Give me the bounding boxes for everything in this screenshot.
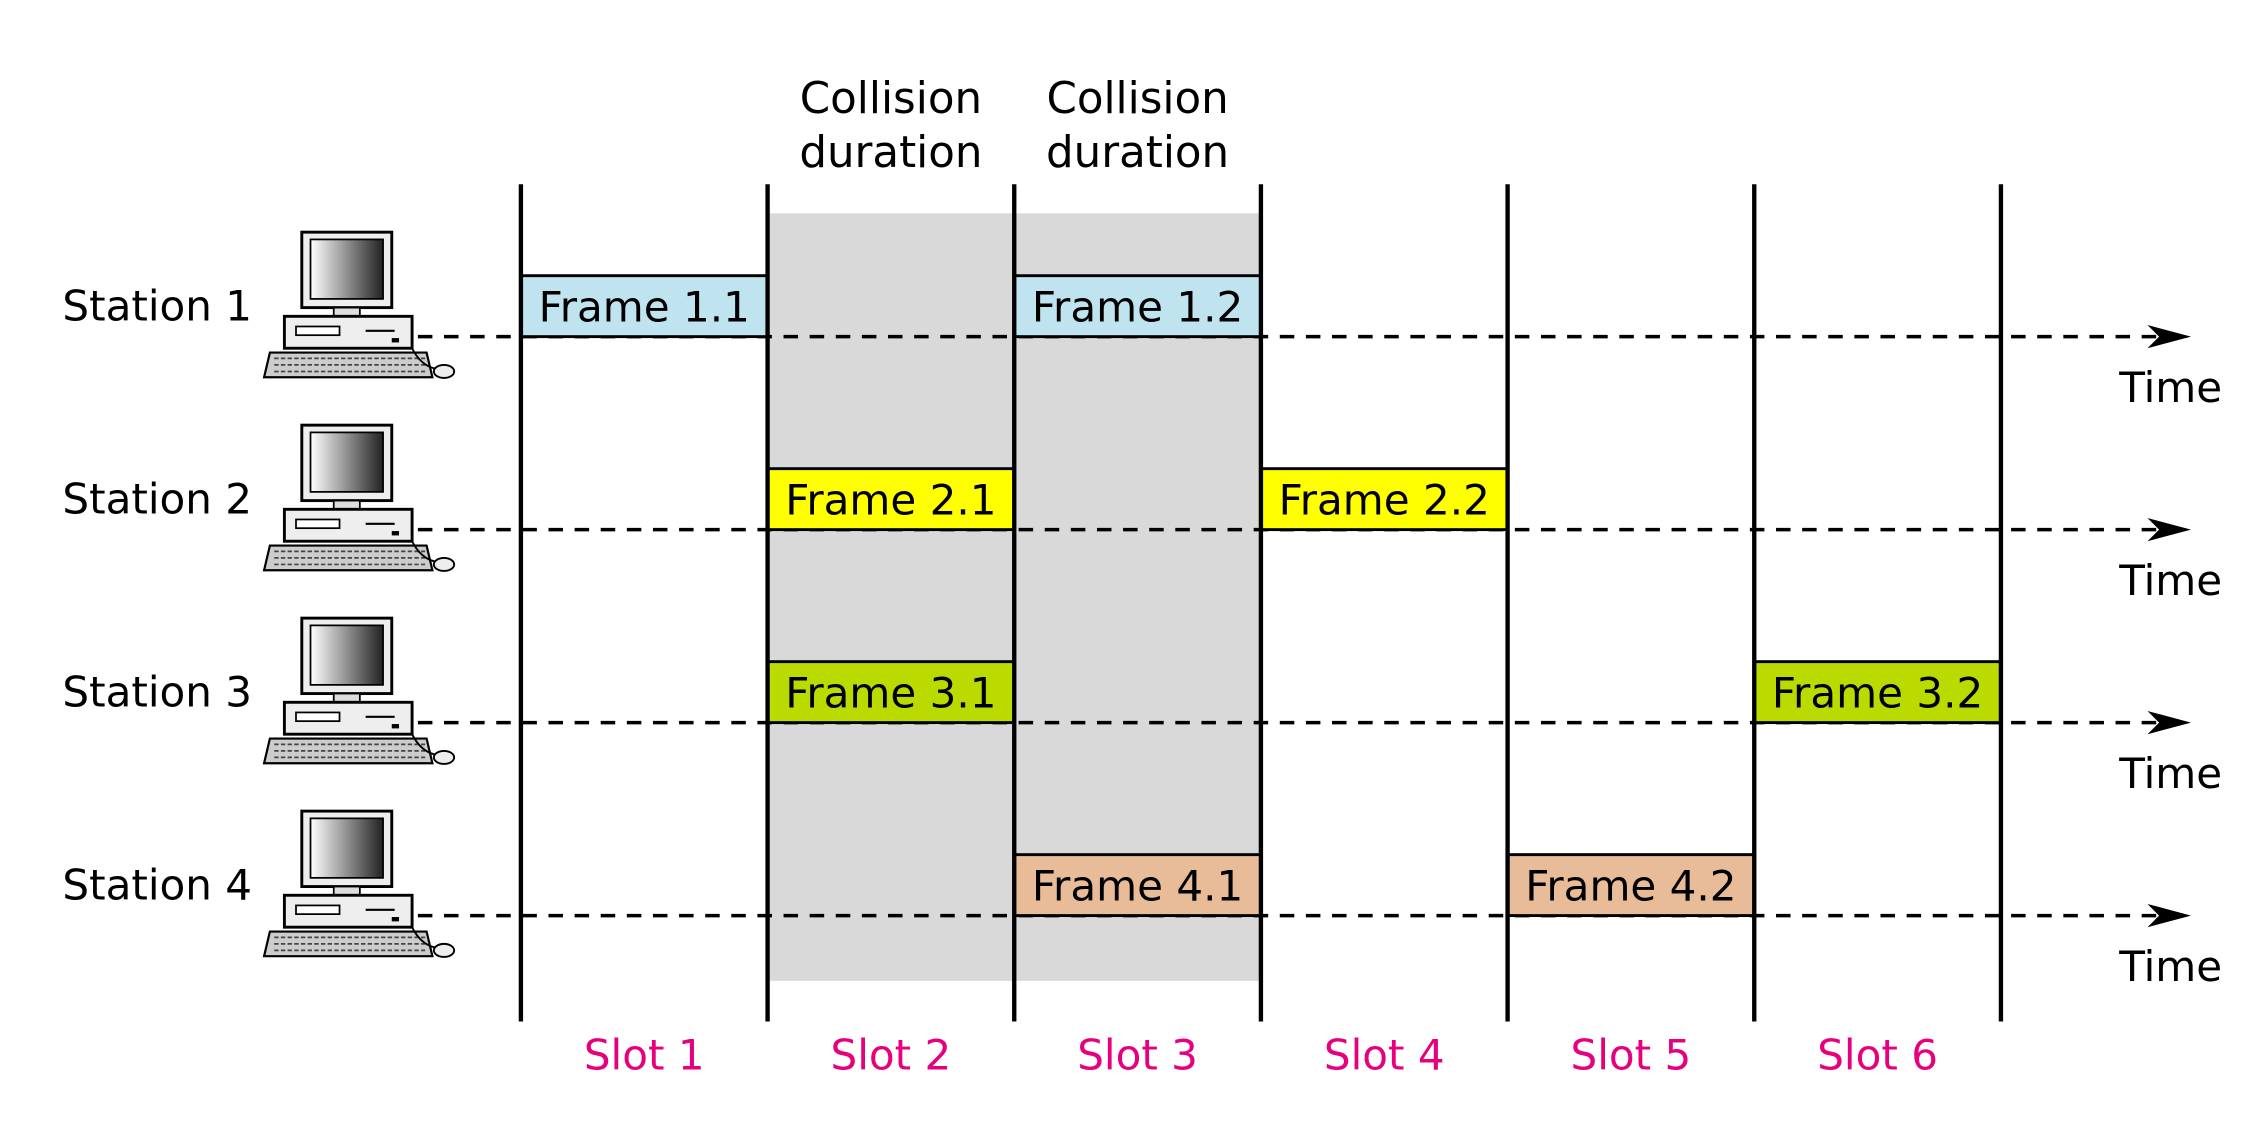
frame-label: Frame 2.2: [1279, 475, 1490, 524]
computer-icon: [262, 423, 456, 572]
collision-shade-slot-3: [1014, 213, 1261, 981]
slot-label: Slot 5: [1571, 1030, 1692, 1079]
computers: [262, 230, 456, 958]
frame-box: [1752, 660, 2003, 725]
time-arrow-icon: [2147, 710, 2192, 735]
frame-frame-2.1: Frame 2.1: [766, 467, 1016, 532]
frame-frame-1.1: Frame 1.1: [519, 274, 770, 339]
frame-label: Frame 1.2: [1032, 282, 1243, 331]
frame-frame-4.2: Frame 4.2: [1506, 853, 1756, 918]
collision-label-line1: Collision: [800, 74, 982, 124]
slot-label: Slot 6: [1817, 1030, 1938, 1079]
collision-shade-slot-2: [767, 213, 1015, 981]
station-label: Station 4: [62, 861, 252, 910]
collision-label-line2: duration: [1046, 128, 1229, 178]
slot-label: Slot 3: [1077, 1030, 1198, 1079]
computer-icon: [262, 230, 456, 379]
computer-icon: [262, 616, 456, 765]
slot-label: Slot 2: [831, 1030, 952, 1079]
station-label: Station 3: [62, 668, 252, 717]
slot-label: Slot 1: [584, 1030, 705, 1079]
station-label: Station 1: [62, 282, 252, 331]
station-labels: Station 1 Station 2 Station 3 Station 4: [62, 282, 252, 910]
slot-labels: Slot 1 Slot 2 Slot 3 Slot 4 Slot 5 Slot 6: [584, 1030, 1938, 1079]
frame-frame-3.2: Frame 3.2: [1752, 660, 2003, 725]
frame-frame-4.1: Frame 4.1: [1012, 853, 1263, 918]
frame-frame-1.2: Frame 1.2: [1012, 274, 1263, 339]
time-label: Time: [2118, 363, 2222, 412]
time-arrow-icon: [2147, 518, 2192, 542]
station-label: Station 2: [62, 475, 252, 524]
collision-label-line1: Collision: [1046, 74, 1228, 124]
frame-label: Frame 3.1: [785, 668, 996, 717]
frame-label: Frame 3.2: [1772, 668, 1983, 717]
frame-label: Frame 4.1: [1032, 861, 1243, 910]
slot-label: Slot 4: [1324, 1030, 1445, 1079]
collision-label-line2: duration: [799, 128, 982, 178]
time-arrow-icon: [2147, 325, 2192, 349]
frame-box: [1506, 853, 1756, 918]
time-label: Time: [2118, 942, 2222, 991]
slot-boundaries: [518, 184, 2004, 1022]
computer-icon: [262, 809, 456, 958]
frame-box: [519, 274, 770, 339]
frame-label: Frame 1.1: [539, 282, 750, 331]
frame-frame-3.1: Frame 3.1: [766, 660, 1016, 725]
frame-label: Frame 2.1: [785, 475, 996, 524]
collision-shading: [767, 213, 1261, 981]
time-label: Time: [2118, 556, 2222, 605]
frame-frame-2.2: Frame 2.2: [1259, 467, 1510, 532]
time-label: Time: [2118, 749, 2222, 798]
frame-label: Frame 4.2: [1525, 861, 1736, 910]
time-arrow-icon: [2147, 903, 2192, 928]
